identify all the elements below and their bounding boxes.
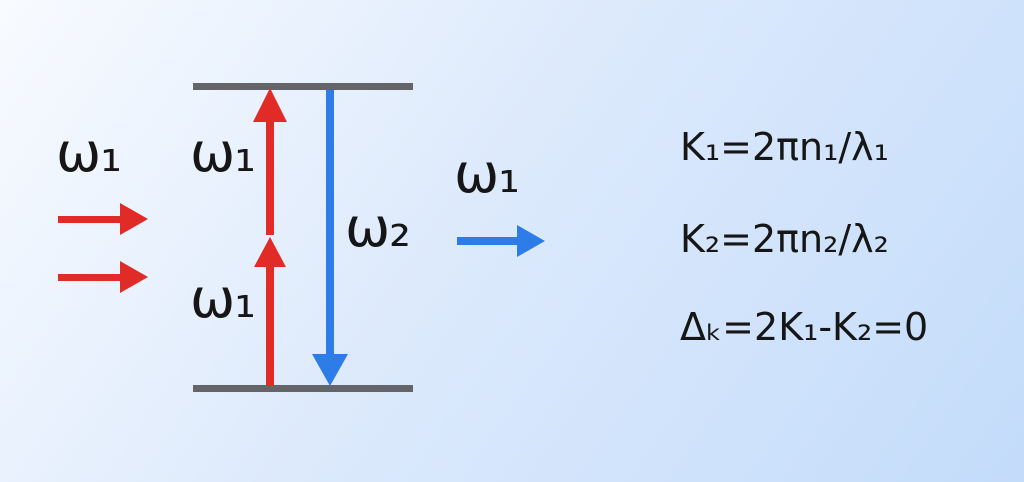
upper-energy-level [193, 83, 413, 90]
emission-arrow-shaft [326, 90, 334, 355]
pump-upper-omega1-label: ω₁ [190, 121, 256, 184]
lower-energy-level [193, 385, 413, 392]
output-omega1-label: ω₁ [454, 142, 520, 205]
omega2-label: ω₂ [345, 196, 411, 259]
pump-arrow-upper-head [253, 88, 287, 122]
pump-arrow-lower-head [254, 237, 286, 267]
output-beam-arrow-head [517, 225, 545, 257]
pump-arrow-upper-shaft [266, 119, 274, 235]
equation-k1: K₁=2πn₁/λ₁ [680, 125, 889, 169]
emission-arrow-head [312, 354, 348, 386]
equation-k2: K₂=2πn₂/λ₂ [680, 217, 889, 261]
equation-phase-matching: Δₖ=2K₁-K₂=0 [680, 305, 929, 349]
input-beam-arrow-1-shaft [58, 216, 122, 223]
input-beam-arrow-2-head [120, 261, 148, 293]
pump-arrow-lower-shaft [266, 265, 274, 386]
output-beam-arrow-shaft [457, 237, 519, 245]
input-beam-arrow-1-head [120, 203, 148, 235]
input-omega1-label: ω₁ [56, 121, 122, 184]
pump-lower-omega1-label: ω₁ [190, 267, 256, 330]
input-beam-arrow-2-shaft [58, 274, 122, 281]
